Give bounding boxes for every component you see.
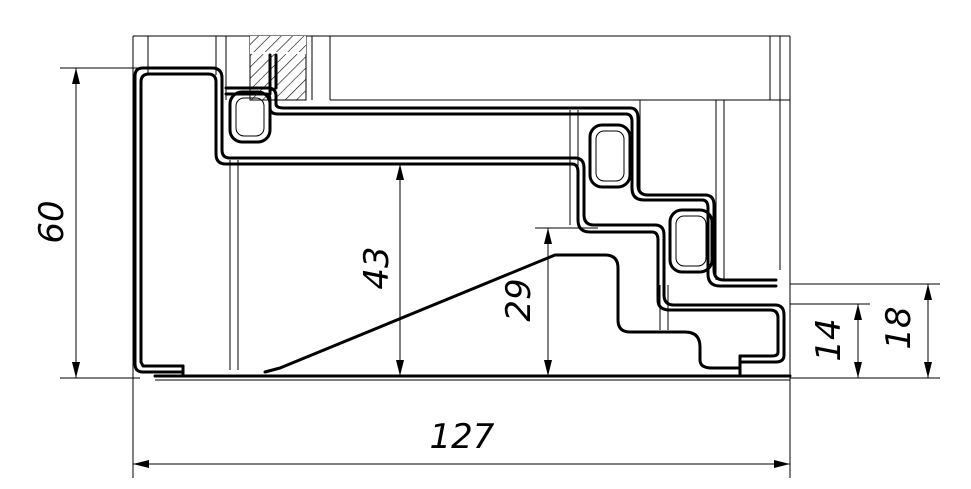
dimension-60-label: 60 <box>32 200 72 243</box>
bottom-ramp-insert <box>153 253 792 381</box>
wall-hatch-section <box>249 35 307 101</box>
top-sash-profile <box>224 53 778 288</box>
dimension-60: 60 <box>32 67 140 379</box>
dimension-14-label: 14 <box>809 318 849 361</box>
dimension-127: 127 <box>132 380 791 478</box>
dimension-18-label: 18 <box>879 306 919 349</box>
dimension-14-18: 14 18 <box>790 283 940 379</box>
left-profile <box>133 66 786 374</box>
dimension-43: 43 <box>357 164 404 376</box>
dimension-43-label: 43 <box>357 246 397 289</box>
profile-chambers <box>228 90 714 274</box>
dimension-29: 29 <box>499 227 598 376</box>
dimension-29-label: 29 <box>499 278 539 321</box>
dimension-127-label: 127 <box>430 417 495 457</box>
